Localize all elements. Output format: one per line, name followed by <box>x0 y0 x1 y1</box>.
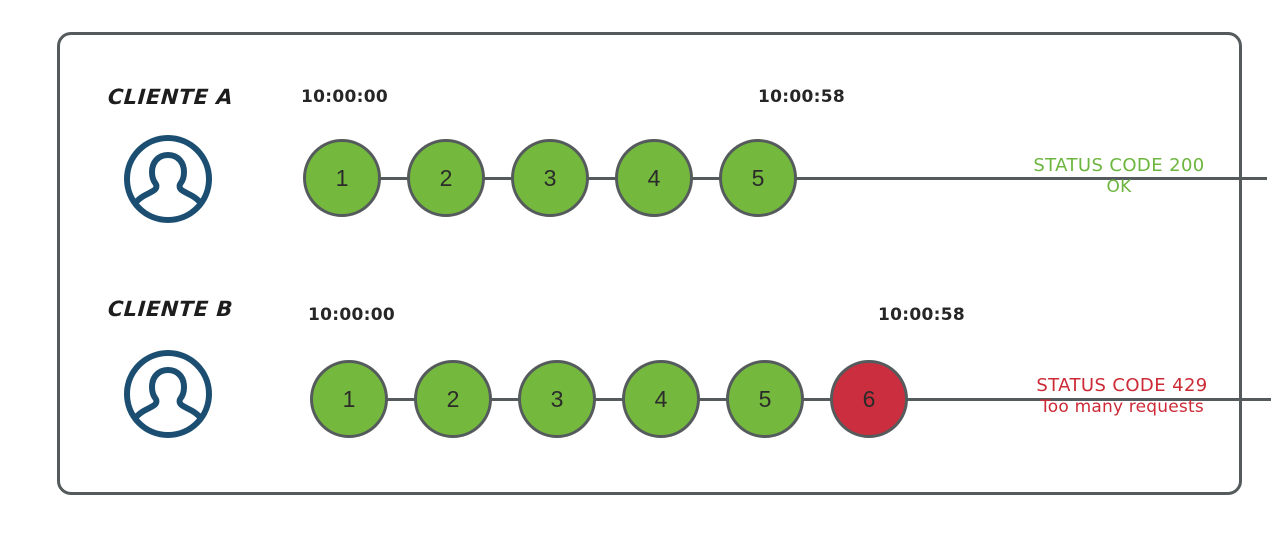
request-node[interactable]: 1 <box>310 360 388 438</box>
request-node[interactable]: 2 <box>407 139 485 217</box>
client-b-avatar <box>122 348 214 440</box>
request-node[interactable]: 5 <box>726 360 804 438</box>
request-node[interactable]: 4 <box>615 139 693 217</box>
request-node[interactable]: 3 <box>511 139 589 217</box>
request-node[interactable]: 2 <box>414 360 492 438</box>
request-node[interactable]: 1 <box>303 139 381 217</box>
client-b-label: CLIENTE B <box>107 297 234 321</box>
client-a-end-time: 10:00:58 <box>758 87 845 107</box>
client-a-status: STATUS CODE 200 OK <box>1024 155 1214 198</box>
client-b-request-chain: 1 2 3 4 5 6 <box>310 360 1271 438</box>
client-a-avatar <box>122 133 214 225</box>
status-code-line: STATUS CODE 429 <box>1036 375 1208 396</box>
request-node[interactable]: 4 <box>622 360 700 438</box>
client-b-start-time: 10:00:00 <box>308 305 395 325</box>
client-a-timeline <box>363 176 1267 180</box>
request-node[interactable]: 5 <box>719 139 797 217</box>
client-a-request-chain: 1 2 3 4 5 <box>303 139 1267 217</box>
client-a-start-time: 10:00:00 <box>301 87 388 107</box>
client-b-timeline <box>370 397 1271 401</box>
request-node[interactable]: 3 <box>518 360 596 438</box>
client-a-label: CLIENTE A <box>107 85 235 109</box>
request-node-rejected[interactable]: 6 <box>830 360 908 438</box>
status-message-line: Too many requests <box>1040 396 1204 417</box>
client-b-status: STATUS CODE 429 Too many requests <box>1022 375 1222 418</box>
diagram-panel: CLIENTE A 10:00:00 10:00:58 1 2 3 4 5 <box>57 32 1271 495</box>
status-code-line: STATUS CODE 200 <box>1033 155 1205 176</box>
status-message-line: OK <box>1106 176 1132 197</box>
client-b-end-time: 10:00:58 <box>878 305 965 325</box>
